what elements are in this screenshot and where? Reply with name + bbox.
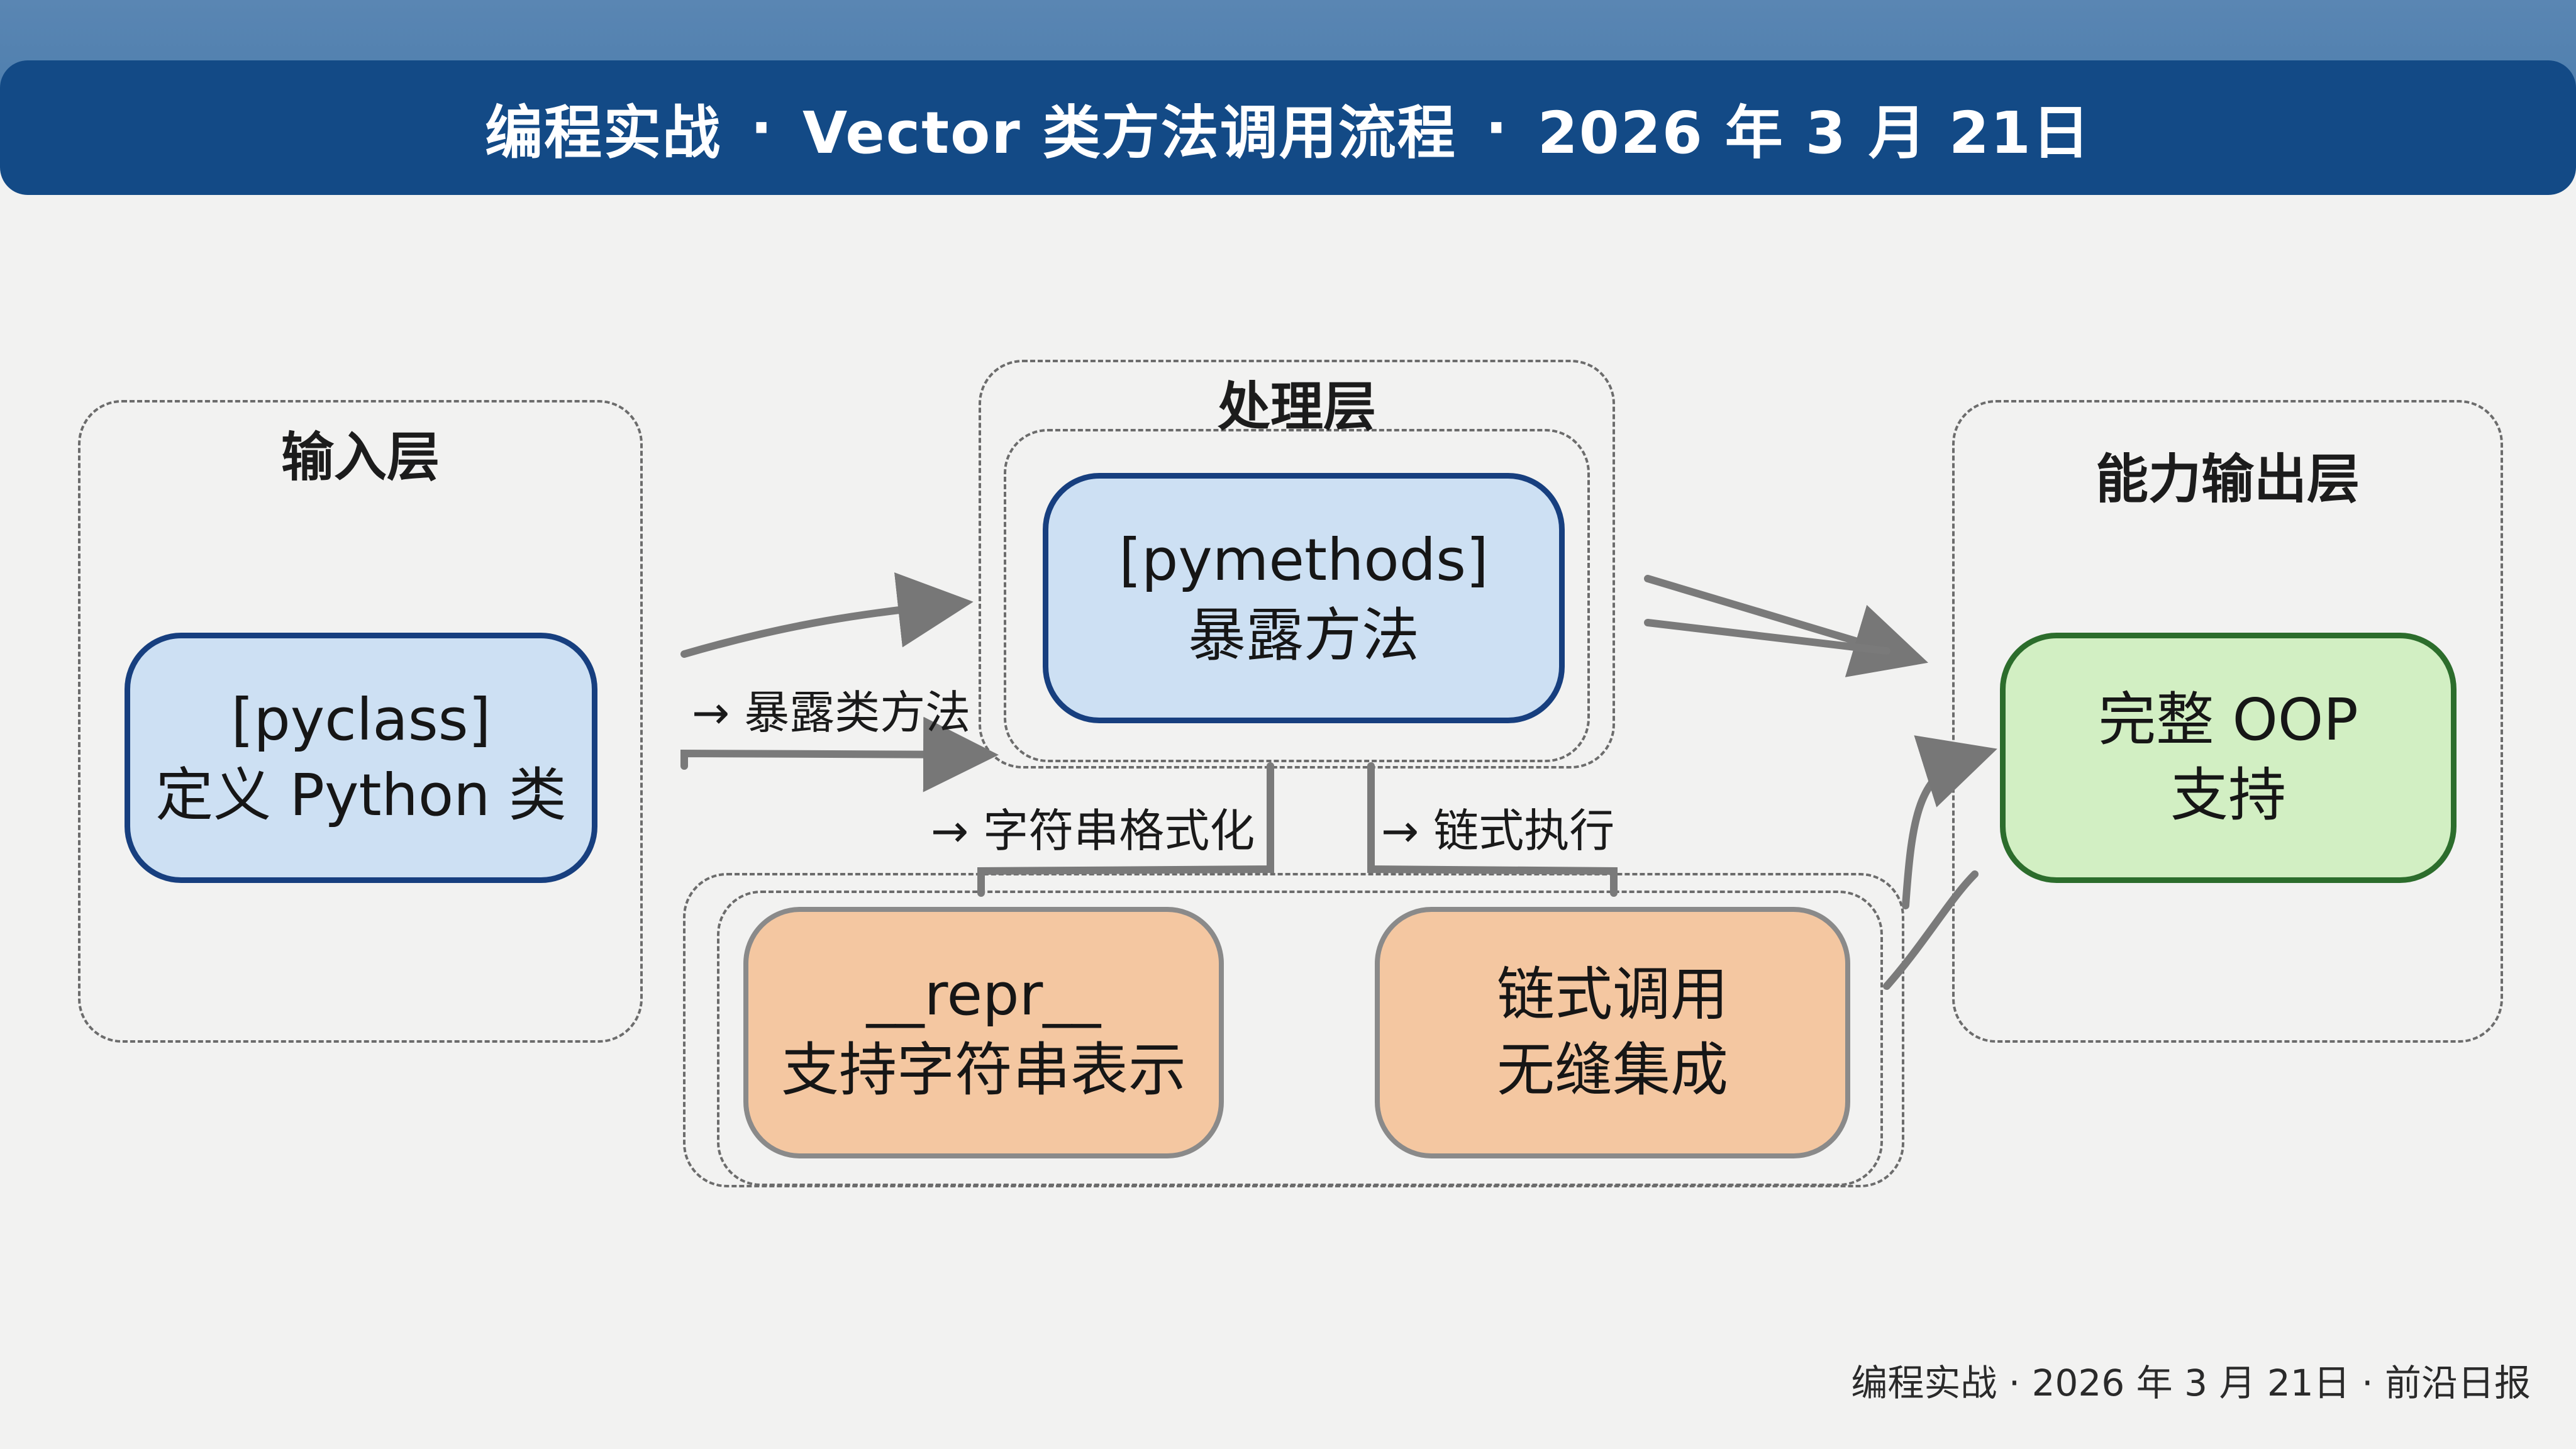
chain-line2: 无缝集成 (1496, 1036, 1728, 1104)
lower-process-inner-group (717, 891, 1883, 1186)
title-separator-2: · (1485, 94, 1509, 162)
pymethods-line2: 暴露方法 (1187, 602, 1419, 669)
arrow-format (977, 762, 1274, 897)
oop-line1: 完整 OOP (2098, 686, 2358, 754)
output-layer-label: 能力输出层 (2095, 448, 2360, 510)
footer-credit: 编程实战 · 2026 年 3 月 21日 · 前沿日报 (1851, 1362, 2531, 1404)
pyclass-line2: 定义 Python 类 (155, 762, 567, 829)
edge-label-format: → 字符串格式化 (931, 804, 1255, 857)
arrow-pyclass-to-pymethods (680, 572, 974, 658)
arrow-pymethods-to-oop-1 (1644, 575, 1928, 677)
pymethods-line1: [pymethods] (1119, 526, 1489, 594)
repr-line2: 支持字符串表示 (780, 1036, 1186, 1104)
repr-node: __repr__ 支持字符串表示 (743, 907, 1224, 1158)
arrow-chain (1367, 762, 1618, 897)
chain-line1: 链式调用 (1496, 961, 1728, 1029)
arrow-pymethods-to-oop-2 (1644, 619, 1890, 655)
pymethods-node: [pymethods] 暴露方法 (1043, 473, 1565, 723)
title-part-3: 2026 年 3 月 21日 (1537, 99, 2091, 167)
process-layer-label: 处理层 (1217, 376, 1376, 438)
chain-node: 链式调用 无缝集成 (1375, 907, 1850, 1158)
oop-line2: 支持 (2170, 762, 2286, 829)
edge-label-expose: → 暴露类方法 (692, 686, 971, 739)
process-layer-inner-group (1004, 429, 1590, 762)
arrow-lower-to-oop-1 (1902, 735, 1997, 909)
lower-process-group (683, 873, 1904, 1187)
arrow-lower-to-oop-2 (1883, 870, 1979, 990)
title-part-2: Vector 类方法调用流程 (802, 99, 1457, 167)
oop-node: 完整 OOP 支持 (2000, 633, 2457, 883)
process-layer-group (979, 360, 1615, 769)
title-separator-1: · (750, 94, 774, 162)
pyclass-node: [pyclass] 定义 Python 类 (125, 633, 597, 883)
edge-label-chain: → 链式执行 (1381, 804, 1615, 857)
input-layer-label: 输入层 (280, 426, 440, 488)
input-layer-group (78, 400, 643, 1043)
title-part-1: 编程实战 (485, 99, 722, 167)
arrow-expose-branch (680, 716, 999, 792)
pyclass-line1: [pyclass] (231, 686, 491, 754)
repr-line1: __repr__ (866, 961, 1101, 1029)
output-layer-group (1952, 400, 2503, 1043)
title-bar: 编程实战 · Vector 类方法调用流程 · 2026 年 3 月 21日 (0, 60, 2576, 195)
